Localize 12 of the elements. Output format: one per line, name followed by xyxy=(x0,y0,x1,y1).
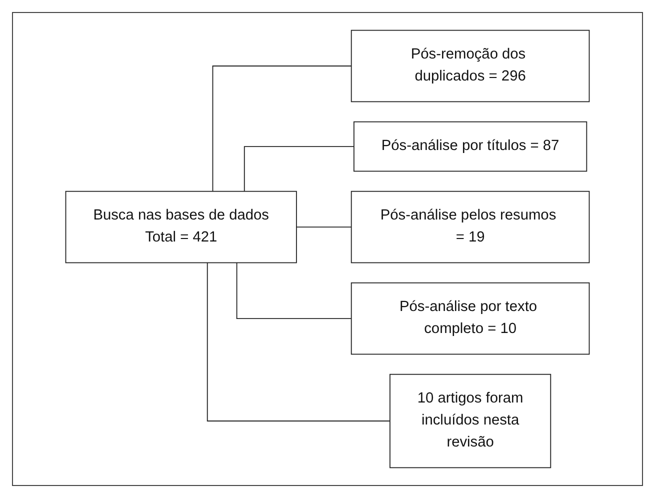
node-box xyxy=(350,30,590,102)
node-box xyxy=(65,190,297,264)
node-box xyxy=(350,282,590,355)
node-box xyxy=(390,374,552,468)
node-box xyxy=(350,190,590,264)
connector xyxy=(244,146,354,192)
connector xyxy=(236,262,352,319)
node-box xyxy=(353,121,588,172)
connector xyxy=(212,66,352,192)
frame-border: Busca nas bases de dados Total = 421 Pós-remoção dos duplicados = 296 Pós-análise por títulos = 87 Pós-análise pelos resumos = 19 Pós-análise por texto completo = 10 10 artigos foram incluídos nesta revisão xyxy=(12,12,643,486)
connector xyxy=(296,226,352,228)
connector xyxy=(206,262,390,422)
